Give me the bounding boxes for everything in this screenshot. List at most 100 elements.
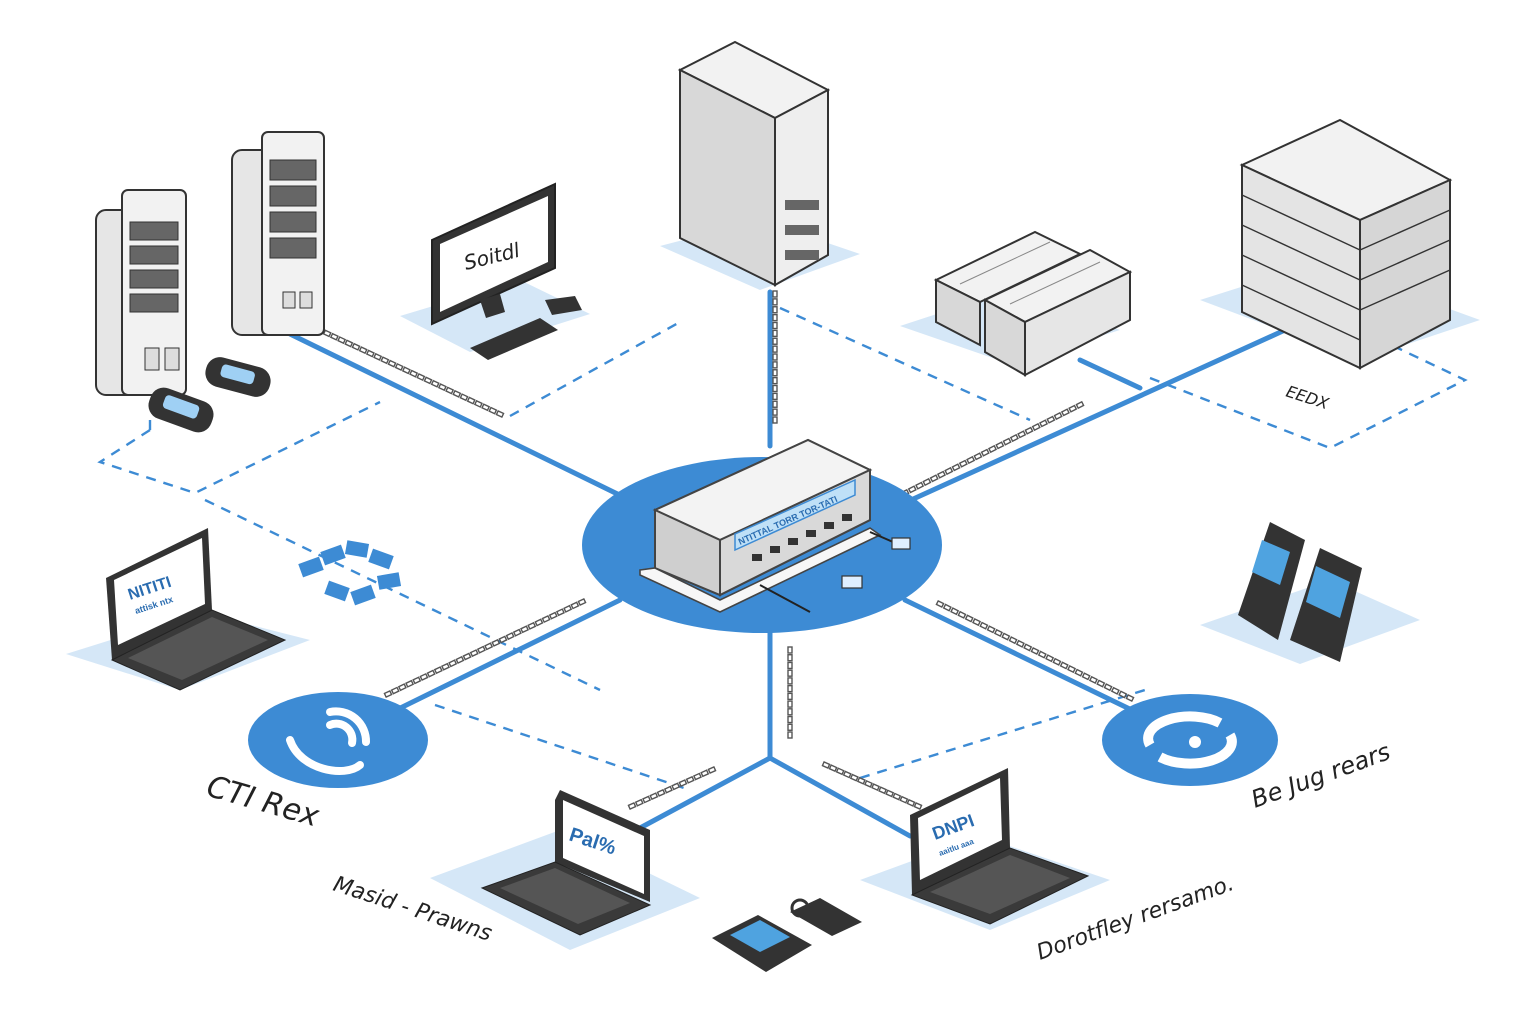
conduit-link [892,792,902,801]
conduit-link [663,785,673,794]
phone-wave-icon [286,707,371,775]
conduit-link [649,792,659,801]
conduit-link [419,672,429,681]
dashed-links [97,306,1468,792]
rack-server [1239,118,1453,370]
conduit-link [627,802,637,810]
conduit-link [1103,683,1113,692]
conduit-link [459,393,469,402]
conduit-link [1001,632,1011,641]
conduit-link [821,761,831,769]
conduit-link [899,795,909,804]
conduit-link [772,353,778,361]
conduit-link [972,618,982,627]
conduit-link [1039,419,1049,428]
conduit-link [1008,636,1018,645]
conduit-link [986,625,996,634]
label-eedx: EEDX [1284,382,1332,414]
conduit-link [787,677,793,685]
conduit-link [469,649,479,658]
conduit-link [828,764,838,773]
conduit-link [772,306,778,314]
conduit-link [871,783,881,792]
hub-display [734,478,856,552]
conduit-link [1017,430,1027,439]
conduit-link [495,409,505,419]
conduit-link [423,376,433,385]
conduit-link [1125,693,1135,703]
conduit-link [772,376,778,385]
conduit-link [394,362,404,371]
conduit-link [322,329,332,338]
laptop-left: NITITI attisk ntx [106,528,287,691]
conduit-link [512,628,522,637]
conduit-link [1002,437,1012,446]
conduit-link [772,321,778,330]
conduit-link [772,345,778,353]
conduit-link [448,659,458,668]
conduit-link [1045,654,1055,663]
conduit-link [772,416,778,424]
conduit-link [787,731,793,739]
conduit-link [787,715,793,724]
conduit-link [944,466,954,476]
conduit-link [337,336,347,345]
conduit-link [358,346,368,355]
conduit-link [344,339,354,348]
conduit-link [473,399,483,408]
conduit-link [987,444,998,454]
conduit-link [942,603,952,612]
conduit-link [993,628,1003,637]
conduit-link [980,448,990,457]
conduit-link [1052,657,1062,666]
conduit-link [534,618,544,627]
conduit-link [678,779,688,788]
conduit-link [1088,675,1098,684]
conduit-link [1023,643,1033,652]
central-hub: NTITTAL TORR TOR-TATI [582,230,942,633]
cti-phone-node [248,692,428,788]
usb-dongle-icon [148,357,271,433]
tower-server-left [95,189,187,396]
puzzle-circle-icon [298,540,402,606]
conduit-link [951,463,961,472]
conduit-link [541,615,551,624]
conduit-link [563,604,573,613]
conduit-link [491,638,501,647]
conduit-link [390,686,400,695]
conduit-link [555,608,565,617]
conduit-link [329,332,339,341]
conduit-link [634,798,644,807]
conduit-link [685,775,695,784]
conduit-link [1068,404,1078,413]
conduit-link [1118,690,1128,699]
conduit-link [692,772,702,781]
network-appliances [933,230,1133,377]
conduit-link [1015,639,1025,648]
conduit-link [913,802,923,810]
conduit-link [973,452,983,461]
conduit-link [772,369,778,377]
conduit-link [1075,400,1085,410]
conduit-link [772,298,778,306]
conduit-link [1024,426,1034,435]
conduit-link [772,313,778,322]
conduit-link [787,708,793,716]
conduit-link [772,408,778,416]
conduit-link [498,635,508,644]
conduit-link [885,789,895,798]
conduit-link [1053,411,1063,421]
conduit-link [1081,672,1091,681]
conduit-link [1096,679,1106,688]
conduit-link [481,403,491,412]
conduit-link [387,359,397,368]
conduit-link [380,356,390,365]
conduit-link [787,669,793,677]
sync-arrows-icon [1143,711,1237,769]
conduit-link [383,689,393,699]
conduit-link [1037,650,1047,659]
conduit-link [437,383,447,392]
conduit-link [1110,686,1120,695]
conduit-link [772,392,778,401]
